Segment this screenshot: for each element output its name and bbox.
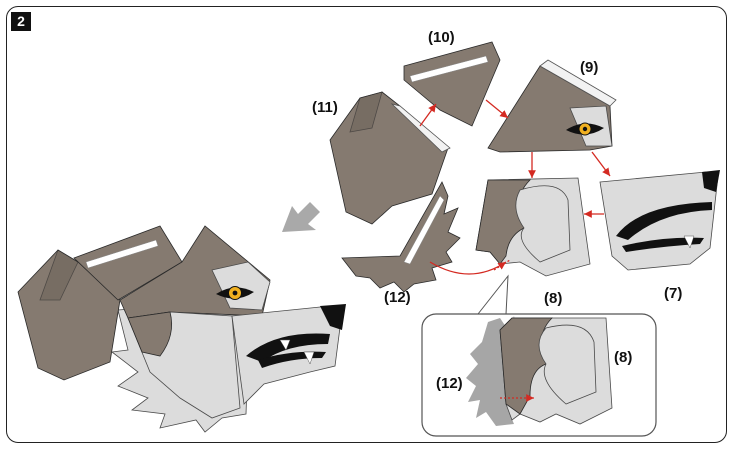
part-12-piece	[341, 181, 461, 293]
part-8-piece	[475, 177, 591, 277]
label-part-8: (8)	[544, 290, 562, 307]
step-number-badge: 2	[11, 12, 31, 31]
inset-label-part-12: (12)	[436, 375, 463, 392]
part-10-piece	[403, 41, 501, 127]
part-9-piece	[487, 59, 617, 153]
diagram-frame	[6, 6, 727, 443]
connection-arrows	[419, 99, 611, 275]
label-part-12: (12)	[384, 289, 411, 306]
label-part-7: (7)	[664, 285, 682, 302]
label-part-10: (10)	[428, 29, 455, 46]
label-part-11: (11)	[312, 99, 338, 116]
label-part-9: (9)	[580, 59, 598, 76]
part-11-piece	[329, 91, 451, 225]
part-7-piece	[599, 170, 720, 271]
detail-inset	[421, 313, 657, 437]
inset-callout-pointer	[477, 274, 509, 315]
assembled-wolf-head	[17, 225, 346, 433]
inset-label-part-8: (8)	[614, 349, 632, 366]
assembly-direction-arrow	[282, 202, 320, 232]
